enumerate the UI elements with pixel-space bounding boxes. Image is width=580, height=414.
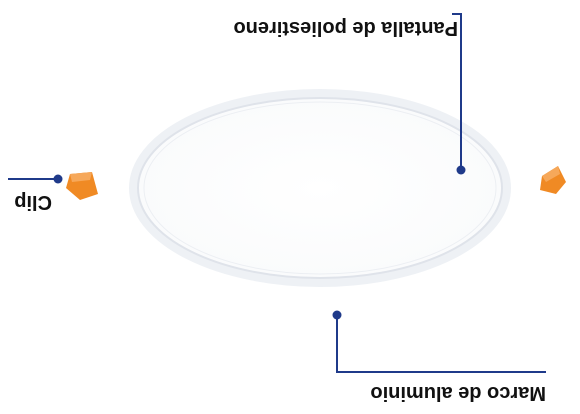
frame-label: Marco de aluminio [346,375,546,403]
aluminium-frame [138,98,502,278]
clip-leader-dot [54,175,63,184]
clip-label: Clip [8,184,52,212]
diffuser-label: Pantalla de poliestireno [196,10,458,38]
frame-leader-line [337,315,546,372]
diffuser-leader-dot [457,166,466,175]
frame-leader-dot [333,311,342,320]
